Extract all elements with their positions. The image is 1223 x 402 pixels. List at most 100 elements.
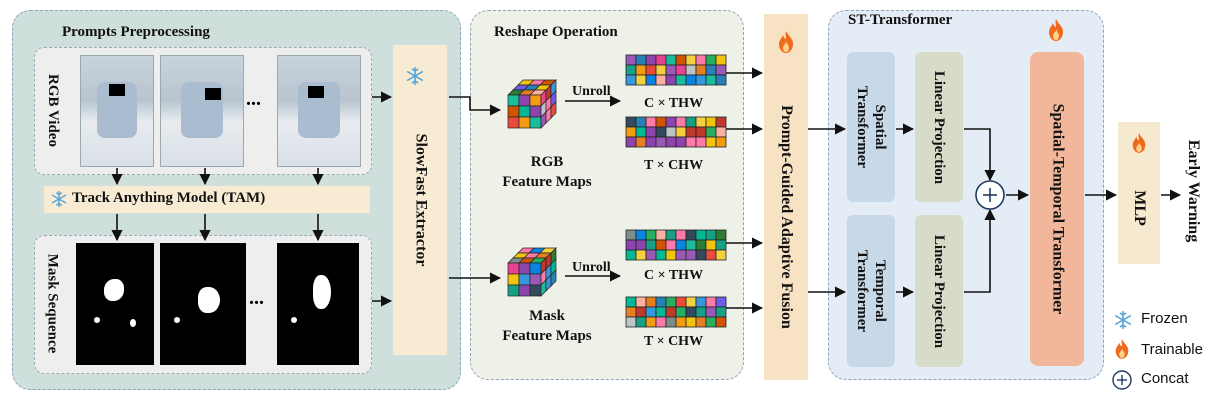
grid-cell — [635, 54, 647, 66]
prompts-preprocessing-title: Prompts Preprocessing — [62, 24, 210, 40]
cube-cell — [507, 94, 520, 107]
grid-cell — [705, 239, 717, 251]
grid-cell — [635, 229, 647, 241]
grid-cell — [635, 239, 647, 251]
grid-cell — [635, 306, 647, 318]
grid-cell — [645, 239, 657, 251]
grid-cell — [625, 306, 637, 318]
grid-cell — [675, 74, 687, 86]
grid-cell — [695, 306, 707, 318]
tam-bar — [44, 186, 370, 213]
legend-frozen-label: Frozen — [1141, 310, 1188, 327]
mask-frame-2 — [160, 243, 246, 365]
linear-projection-top-block: Linear Projection — [915, 52, 963, 202]
grid-cell — [705, 64, 717, 76]
grid-cell — [665, 64, 677, 76]
rgb-t-chw-label: T × CHW — [644, 158, 704, 173]
grid-cell — [625, 74, 637, 86]
grid-cell — [685, 64, 697, 76]
grid-cell — [635, 296, 647, 308]
prompt-guided-adaptive-fusion-block: Prompt-Guided Adaptive Fusion — [764, 14, 808, 380]
grid-cell — [655, 296, 667, 308]
grid-cell — [625, 126, 637, 138]
spatial-temporal-transformer-block: Spatial-Temporal Transformer — [1030, 52, 1084, 366]
cube-cell — [550, 101, 557, 119]
legend-trainable-icon — [1115, 339, 1129, 359]
rgb-frame-2 — [160, 55, 244, 167]
legend-trainable-label: Trainable — [1141, 341, 1203, 358]
mask-ellipsis: ... — [249, 287, 264, 309]
grid-cell — [645, 249, 657, 261]
mask-t-chw-label: T × CHW — [644, 334, 704, 349]
grid-cell — [675, 136, 687, 148]
rgb-frame-1 — [80, 55, 154, 167]
grid-cell — [695, 74, 707, 86]
grid-cell — [695, 54, 707, 66]
grid-cell — [705, 116, 717, 128]
grid-cell — [665, 74, 677, 86]
grid-cell — [665, 54, 677, 66]
grid-cell — [715, 116, 727, 128]
mask-c-thw-label: C × THW — [644, 268, 704, 283]
cube-cell — [518, 105, 531, 118]
rgb-unroll-label: Unroll — [572, 84, 611, 99]
grid-cell — [695, 316, 707, 328]
grid-cell — [685, 316, 697, 328]
grid-cell — [705, 229, 717, 241]
grid-cell — [715, 229, 727, 241]
grid-cell — [655, 239, 667, 251]
grid-cell — [665, 229, 677, 241]
rgb-c-thw-label: C × THW — [644, 96, 704, 111]
grid-cell — [635, 74, 647, 86]
grid-cell — [695, 136, 707, 148]
grid-cell — [625, 316, 637, 328]
grid-cell — [665, 296, 677, 308]
grid-cell — [705, 136, 717, 148]
grid-cell — [715, 54, 727, 66]
grid-cell — [625, 116, 637, 128]
rgb-c-thw-grid — [625, 54, 727, 86]
grid-cell — [645, 126, 657, 138]
grid-cell — [665, 116, 677, 128]
grid-cell — [715, 306, 727, 318]
cube-cell — [529, 105, 542, 118]
concat-node — [975, 180, 1005, 210]
cube-cell — [507, 116, 520, 129]
grid-cell — [675, 316, 687, 328]
grid-cell — [715, 136, 727, 148]
grid-cell — [635, 64, 647, 76]
rgb-ellipsis: ... — [246, 88, 261, 110]
grid-cell — [695, 116, 707, 128]
grid-cell — [645, 64, 657, 76]
grid-cell — [645, 316, 657, 328]
grid-cell — [635, 249, 647, 261]
grid-cell — [675, 54, 687, 66]
cube-cell — [550, 269, 557, 287]
grid-cell — [685, 74, 697, 86]
rgb-feature-cube — [507, 79, 557, 129]
cube-cell — [518, 116, 531, 129]
grid-cell — [645, 116, 657, 128]
legend-concat-icon — [1112, 370, 1132, 390]
grid-cell — [625, 64, 637, 76]
cube-cell — [518, 94, 531, 107]
grid-cell — [715, 74, 727, 86]
grid-cell — [685, 306, 697, 318]
grid-cell — [715, 64, 727, 76]
connector-arrows — [111, 67, 1182, 314]
slowfast-frozen-icon — [406, 66, 424, 86]
grid-cell — [645, 136, 657, 148]
cube-cell — [507, 273, 520, 286]
grid-cell — [675, 229, 687, 241]
st-trainable-icon — [1049, 19, 1063, 41]
grid-cell — [655, 64, 667, 76]
grid-cell — [625, 229, 637, 241]
cube-cell — [518, 273, 531, 286]
cube-cell — [507, 105, 520, 118]
grid-cell — [705, 306, 717, 318]
grid-cell — [685, 126, 697, 138]
grid-cell — [635, 136, 647, 148]
cube-cell — [529, 262, 542, 275]
grid-cell — [645, 229, 657, 241]
grid-cell — [625, 296, 637, 308]
